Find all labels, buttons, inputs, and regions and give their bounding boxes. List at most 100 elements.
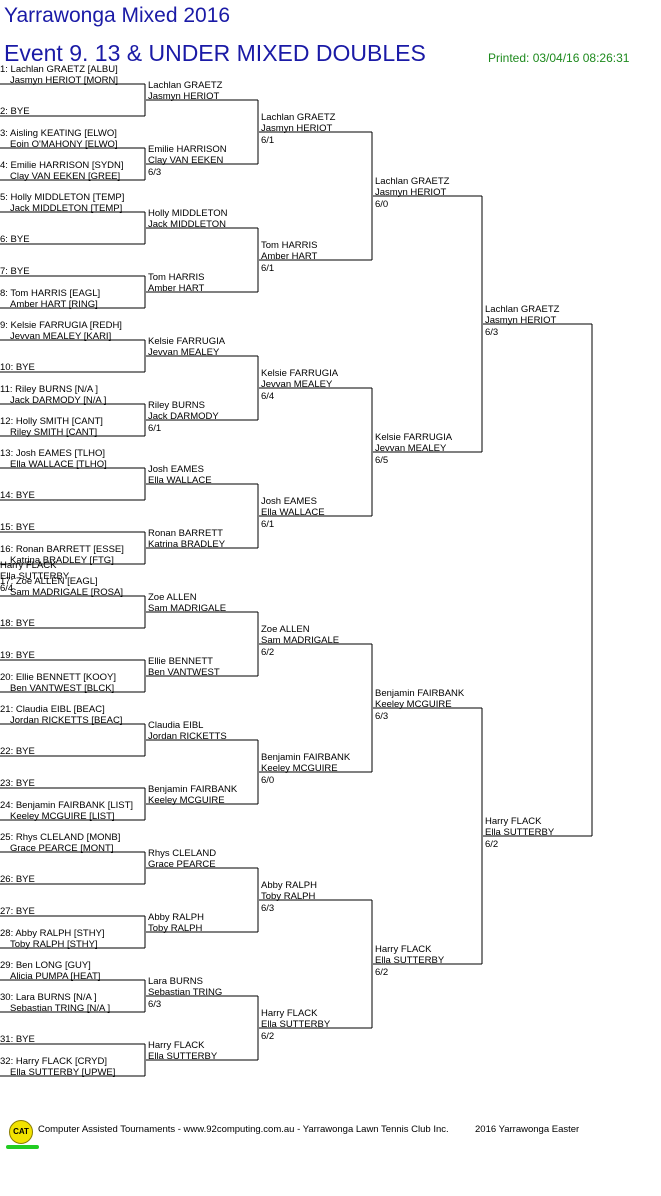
match-score: 6/5 [375,455,388,466]
draw-entry: 26: BYE [0,874,35,885]
winner-partner: Ella WALLACE [148,475,212,486]
match-score: 6/3 [148,167,161,178]
winner-name: Riley BURNS [148,400,205,411]
footer-event-name: 2016 Yarrawonga Easter [475,1124,580,1135]
draw-entry-partner: Jasmyn HERIOT [MORN] [10,75,118,86]
winner-name: Abby RALPH [261,880,317,891]
winner-name: Lachlan GRAETZ [485,304,560,315]
winner-partner: Jasmyn HERIOT [148,91,219,102]
match-score: 6/4 [0,583,13,594]
printed-timestamp: Printed: 03/04/16 08:26:31 [488,51,630,65]
draw-entry: 19: BYE [0,650,35,661]
winner-name: Ronan BARRETT [148,528,223,539]
draw-entry: 14: BYE [0,490,35,501]
draw-entry: 11: Riley BURNS [N/A ] [0,384,98,395]
winner-partner: Sam MADRIGALE [148,603,226,614]
footer: CAT Computer Assisted Tournaments - www.… [0,1118,661,1158]
match-score: 6/2 [485,839,498,850]
winner-name: Benjamin FAIRBANK [261,752,351,763]
draw-entry: 18: BYE [0,618,35,629]
draw-entry: 15: BYE [0,522,35,533]
match-score: 6/1 [261,263,274,274]
winner-partner: Keeley MCGUIRE [148,795,225,806]
match-score: 6/2 [261,647,274,658]
winner-name: Lachlan GRAETZ [375,176,450,187]
draw-entry-partner: Ben VANTWEST [BLCK] [10,683,114,694]
winner-partner: Amber HART [148,283,205,294]
winner-partner: Sebastian TRING [148,987,222,998]
draw-entry: 3: Aisling KEATING [ELWO] [0,128,117,139]
winner-partner: Jevvan MEALEY [375,443,447,454]
draw-entry: 5: Holly MIDDLETON [TEMP] [0,192,124,203]
winner-name: Tom HARRIS [148,272,204,283]
draw-entry: 22: BYE [0,746,35,757]
winner-partner: Jasmyn HERIOT [261,123,332,134]
match-score: 6/4 [261,391,274,402]
winner-name: Josh EAMES [261,496,317,507]
winner-partner: Ella SUTTERBY [485,827,555,838]
winner-name: Benjamin FAIRBANK [375,688,465,699]
draw-entry-partner: Jack DARMODY [N/A ] [10,395,106,406]
draw-entry-partner: Katrina BRADLEY [FTG] [10,555,114,566]
match-score: 6/3 [148,999,161,1010]
match-score: 6/1 [261,135,274,146]
winner-partner: Clay VAN EEKEN [148,155,223,166]
winner-partner: Jack MIDDLETON [148,219,226,230]
winner-name: Ellie BENNETT [148,656,213,667]
draw-entry: 21: Claudia EIBL [BEAC] [0,704,105,715]
logo-underline-bar [6,1145,39,1149]
winner-name: Zoe ALLEN [261,624,310,635]
winner-partner: Sam MADRIGALE [261,635,339,646]
winner-name: Kelsie FARRUGIA [261,368,339,379]
winner-name: Abby RALPH [148,912,204,923]
winner-name: Lara BURNS [148,976,203,987]
winner-partner: Ella WALLACE [261,507,325,518]
draw-entry: 4: Emilie HARRISON [SYDN] [0,160,124,171]
winner-name: Benjamin FAIRBANK [148,784,238,795]
draw-entry: 30: Lara BURNS [N/A ] [0,992,97,1003]
draw-entry: 9: Kelsie FARRUGIA [REDH] [0,320,122,331]
match-score: 6/3 [375,711,388,722]
draw-entry: 23: BYE [0,778,35,789]
winner-name: Harry FLACK [485,816,542,827]
draw-entry: 10: BYE [0,362,35,373]
draw-entry: 25: Rhys CLELAND [MONB] [0,832,120,843]
draw-entry-partner: Ella WALLACE [TLHO] [10,459,107,470]
winner-name: Lachlan GRAETZ [261,112,336,123]
winner-partner: Ella SUTTERBY [375,955,445,966]
winner-partner: Jevvan MEALEY [261,379,333,390]
draw-entry-partner: Alicia PUMPA [HEAT] [10,971,100,982]
draw-entry: 17: Zoe ALLEN [EAGL] [0,576,98,587]
winner-partner: Ella SUTTERBY [148,1051,218,1062]
winner-name: Harry FLACK [375,944,432,955]
winner-partner: Keeley MCGUIRE [375,699,452,710]
winner-name: Holly MIDDLETON [148,208,228,219]
event-title: Event 9. 13 & UNDER MIXED DOUBLES [4,40,426,66]
winner-name: Kelsie FARRUGIA [375,432,453,443]
draw-entry-partner: Keeley MCGUIRE [LIST] [10,811,115,822]
draw-entry: 13: Josh EAMES [TLHO] [0,448,105,459]
winner-partner: Grace PEARCE [148,859,216,870]
draw-entry: 28: Abby RALPH [STHY] [0,928,105,939]
winner-partner: Jack DARMODY [148,411,219,422]
draw-entry-partner: Eoin O'MAHONY [ELWO] [10,139,118,150]
cat-logo-icon: CAT [9,1120,33,1144]
winner-name: Harry FLACK [148,1040,205,1051]
draw-entry: 7: BYE [0,266,30,277]
draw-entry: 8: Tom HARRIS [EAGL] [0,288,100,299]
draw-entry: 12: Holly SMITH [CANT] [0,416,103,427]
winner-partner: Toby RALPH [148,923,203,934]
draw-entry-partner: Toby RALPH [STHY] [10,939,98,950]
winner-name: Josh EAMES [148,464,204,475]
match-score: 6/1 [148,423,161,434]
winner-name: Zoe ALLEN [148,592,197,603]
winner-partner: Toby RALPH [261,891,316,902]
winner-partner: Keeley MCGUIRE [261,763,338,774]
draw-entry: 27: BYE [0,906,35,917]
page-title: Yarrawonga Mixed 2016 [4,4,231,27]
draw-entry-partner: Amber HART [RING] [10,299,98,310]
draw-entry: 32: Harry FLACK [CRYD] [0,1056,107,1067]
winner-name: Emilie HARRISON [148,144,227,155]
winner-name: Claudia EIBL [148,720,203,731]
